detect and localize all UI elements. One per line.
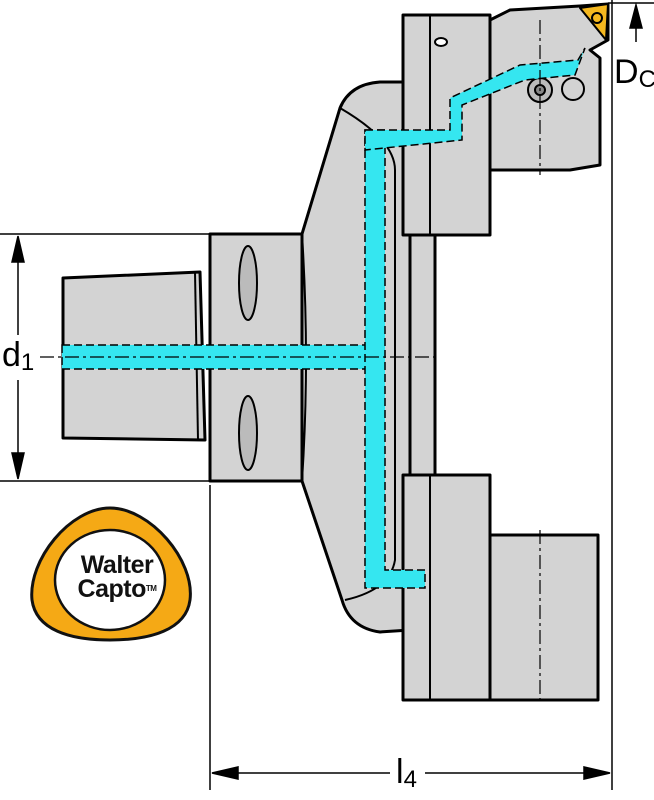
lower-cartridge <box>488 533 600 702</box>
arrow-up-icon <box>11 235 25 263</box>
logo-text: Walter CaptoTM <box>62 551 172 603</box>
upper-block <box>401 13 492 237</box>
dc-label: DC <box>614 53 654 93</box>
arrow-left-icon <box>211 766 239 780</box>
arrow-right-icon <box>583 766 611 780</box>
logo-line2: CaptoTM <box>77 575 157 603</box>
walter-capto-logo <box>30 506 192 642</box>
logo-line1: Walter <box>80 551 154 579</box>
arrow-up-icon <box>629 2 643 29</box>
arrow-down-icon <box>11 452 25 480</box>
d1-label: d1 <box>2 336 35 376</box>
l4-label: l4 <box>396 753 417 793</box>
